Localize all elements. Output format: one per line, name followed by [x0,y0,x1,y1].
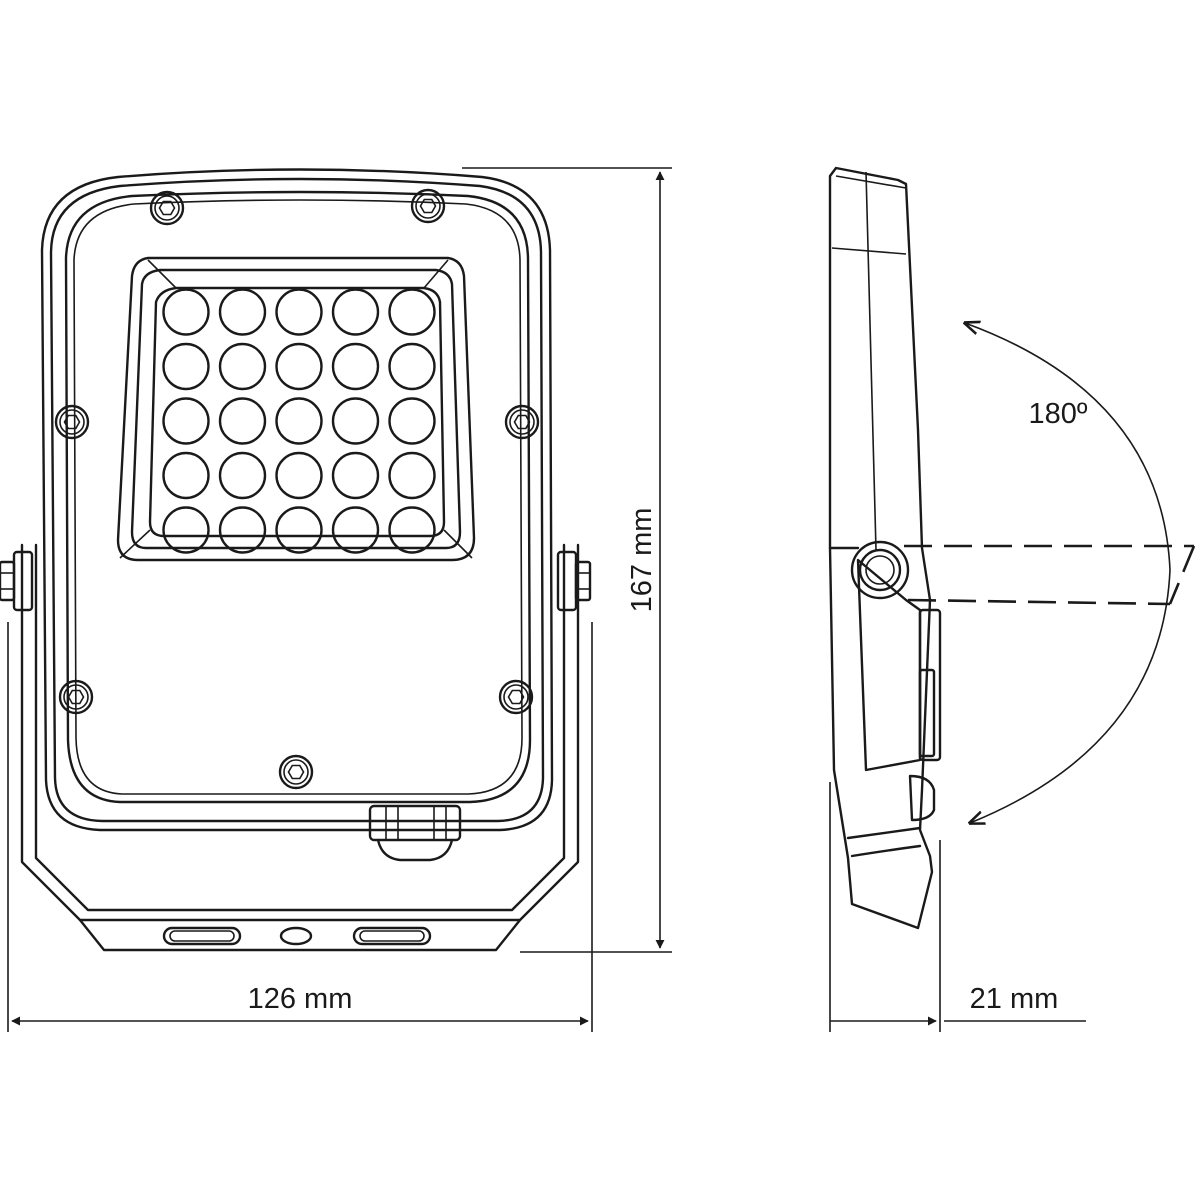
bracket-slots [162,926,432,946]
led-window [116,256,476,562]
height-label: 167 mm [626,508,658,613]
led-lens [162,451,210,500]
led-lens [275,288,323,336]
depth-label: 21 mm [970,983,1059,1015]
led-lens [331,288,380,336]
screw [58,679,94,715]
mounting-bracket [20,543,580,952]
led-lens [331,506,380,554]
led-lens [388,288,436,336]
screw [54,404,90,440]
screw [149,190,185,226]
width-dimension: 126 mm [7,622,593,1032]
led-lens [388,342,436,391]
led-lens [275,506,323,554]
housing-outer [40,168,554,832]
side-housing [828,166,934,930]
pivot-bolt-left [0,550,34,612]
pivot-bolt-right [556,550,592,612]
front-view [0,168,592,952]
led-lens [388,506,436,554]
screw [278,754,314,790]
led-array [162,288,436,554]
rotated-position-outline [904,544,1196,606]
front-panel-inner-edge [73,199,523,795]
side-view [828,166,942,930]
screw [504,404,540,440]
screw [498,679,534,715]
led-lens [388,397,436,445]
side-bracket [856,558,922,772]
housing-outer-inner-edge [49,177,545,823]
led-lens [275,451,323,500]
led-lens [218,342,267,391]
rotation-arc: 180º [965,323,1171,823]
led-lens [162,397,210,445]
led-lens [218,288,267,336]
led-lens [218,506,267,554]
led-lens [331,397,380,445]
rotation-label: 180º [1029,398,1088,430]
height-dimension: 167 mm [462,167,672,953]
screw [410,188,446,224]
led-lens [162,506,210,554]
screws [54,188,540,790]
width-label: 126 mm [248,983,353,1015]
led-lens [218,451,267,500]
front-panel [64,190,532,804]
led-lens [275,397,323,445]
side-pivot-bolt [850,540,910,600]
led-lens [162,342,210,391]
led-lens [388,451,436,500]
cable-gland [368,804,462,862]
led-lens [331,342,380,391]
led-lens [331,451,380,500]
led-lens [218,397,267,445]
led-lens [275,342,323,391]
depth-dimension: 21 mm [829,782,1086,1032]
led-lens [162,288,210,336]
